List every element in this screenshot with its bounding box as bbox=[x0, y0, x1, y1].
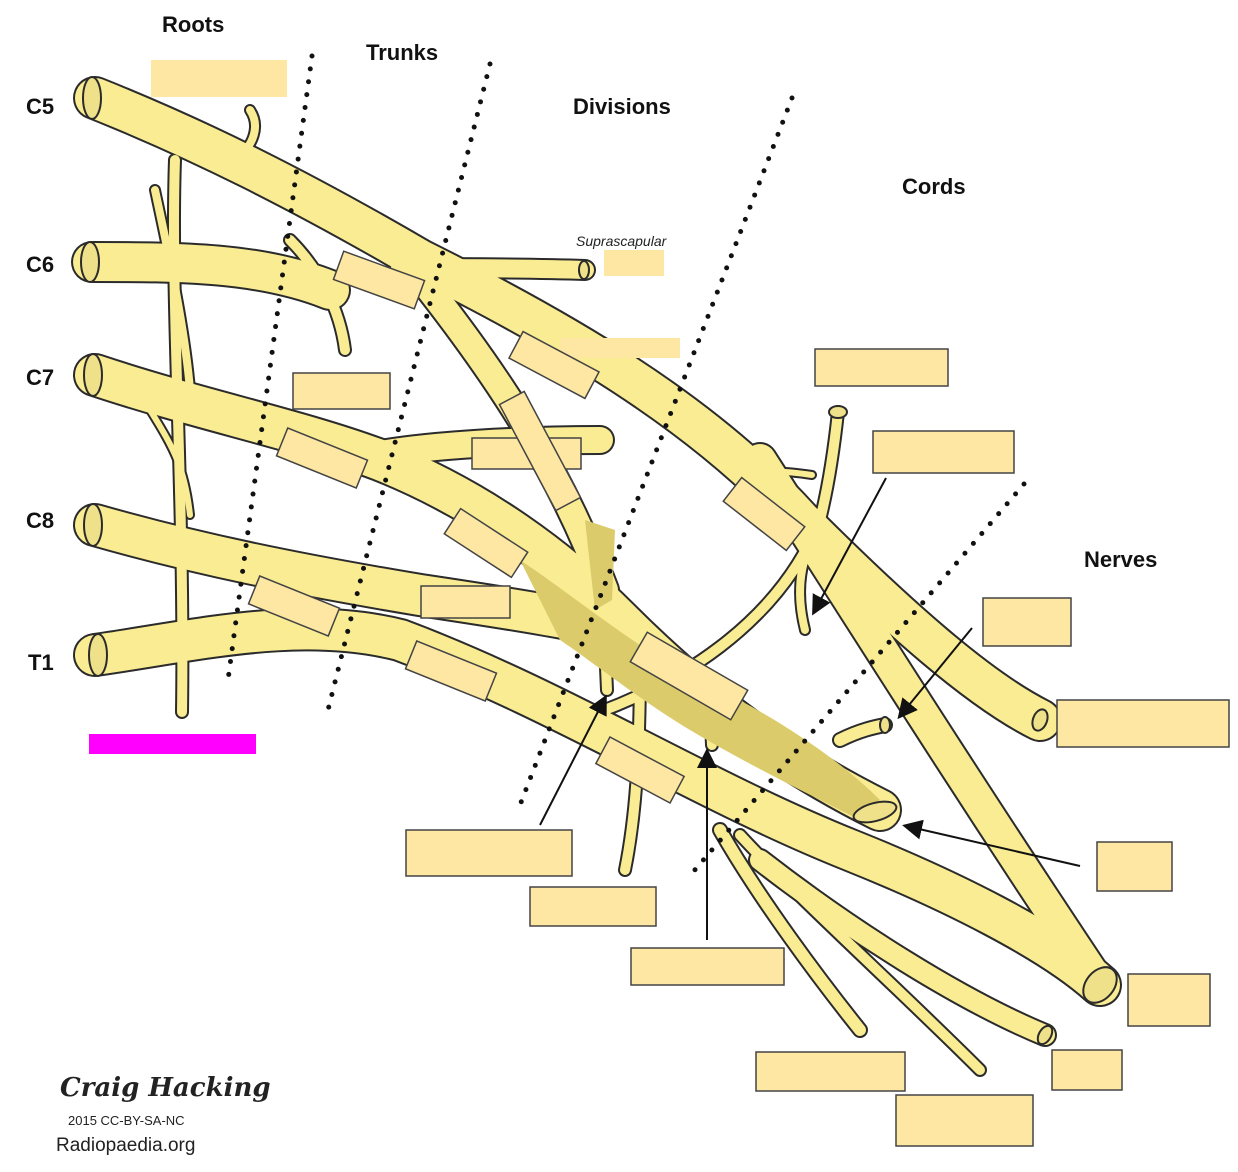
root-label-c7: C7 bbox=[26, 365, 54, 390]
blank-label-box bbox=[421, 586, 510, 618]
suprascapular-label: Suprascapular bbox=[576, 233, 668, 249]
credit-license: 2015 CC-BY-SA-NC bbox=[68, 1113, 185, 1128]
root-label-c6: C6 bbox=[26, 252, 54, 277]
header-roots: Roots bbox=[162, 12, 224, 37]
credit-author: Craig Hacking bbox=[60, 1073, 271, 1103]
blank-label-box bbox=[873, 431, 1014, 473]
blank-label-box bbox=[293, 373, 390, 409]
credit: Craig Hacking 2015 CC-BY-SA-NC Radiopaed… bbox=[56, 1073, 271, 1156]
blank-label-box bbox=[756, 1052, 905, 1091]
blank-label-box bbox=[1097, 842, 1172, 891]
blank-label-box bbox=[151, 60, 287, 97]
blank-label-box bbox=[983, 598, 1071, 646]
blank-label-box bbox=[1128, 974, 1210, 1026]
blank-label-box bbox=[1057, 700, 1229, 747]
header-divisions: Divisions bbox=[573, 94, 671, 119]
root-labels: C5 C6 C7 C8 T1 bbox=[26, 94, 54, 675]
root-label-c5: C5 bbox=[26, 94, 54, 119]
blank-label-box bbox=[631, 948, 784, 985]
root-label-t1: T1 bbox=[28, 650, 54, 675]
highlighted-blank-box bbox=[89, 734, 256, 754]
header-cords: Cords bbox=[902, 174, 966, 199]
header-trunks: Trunks bbox=[366, 40, 438, 65]
blank-label-box bbox=[560, 338, 680, 358]
blank-label-box bbox=[530, 887, 656, 926]
blank-label-box bbox=[604, 250, 664, 276]
blank-label-box bbox=[406, 830, 572, 876]
header-nerves: Nerves bbox=[1084, 547, 1157, 572]
blank-label-box bbox=[1052, 1050, 1122, 1090]
blank-label-box bbox=[815, 349, 948, 386]
credit-site: Radiopaedia.org bbox=[56, 1135, 195, 1156]
blank-label-box bbox=[896, 1095, 1033, 1146]
root-label-c8: C8 bbox=[26, 508, 54, 533]
